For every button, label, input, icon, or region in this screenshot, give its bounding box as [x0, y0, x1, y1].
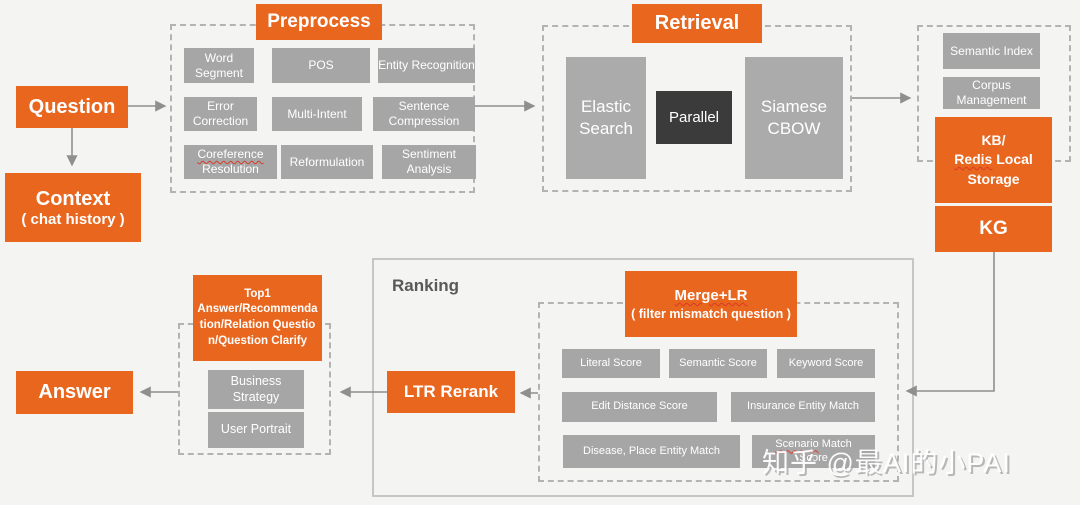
node-entity-recognition-label: Entity Recognition — [378, 58, 475, 72]
node-question: Question — [16, 86, 128, 128]
node-parallel: Parallel — [656, 91, 732, 144]
node-scenario-match-word: Match — [818, 438, 852, 451]
node-kb-redis-storage: KB/ Redis Local Storage — [935, 117, 1052, 203]
node-siamese-cbow-label: Siamese CBOW — [760, 96, 828, 138]
node-corpus-management: Corpus Management — [943, 77, 1040, 109]
node-reformulation-label: Reformulation — [289, 154, 365, 169]
ranking-group-title: Ranking — [392, 276, 460, 295]
node-sentence-compression-label: Sentence Compression — [388, 99, 460, 128]
node-disease-place-entity-match-label: Disease, Place Entity Match — [583, 444, 720, 457]
node-context: Context ( chat history ) — [5, 173, 141, 242]
node-corpus-management-label: Corpus Management — [956, 78, 1027, 107]
node-ltr-rerank-label: LTR Rerank — [403, 382, 499, 401]
node-edit-distance-score: Edit Distance Score — [562, 392, 717, 422]
node-kg: KG — [935, 206, 1052, 252]
node-sentiment-analysis-label: Sentiment Analysis — [401, 147, 457, 176]
node-sentence-compression: Sentence Compression — [373, 97, 475, 131]
node-disease-place-entity-match: Disease, Place Entity Match — [563, 435, 740, 468]
node-elastic-search: Elastic Search — [566, 57, 646, 179]
node-entity-recognition: Entity Recognition — [378, 48, 475, 83]
node-kb-line2: Redis Local — [954, 150, 1033, 170]
node-reformulation: Reformulation — [281, 145, 373, 179]
preprocess-header-label: Preprocess — [267, 11, 371, 32]
node-top1-answer: Top1 Answer/Recommendation/Relation Ques… — [193, 275, 322, 361]
node-user-portrait: User Portrait — [208, 412, 304, 448]
node-kb-line3: Storage — [967, 170, 1020, 187]
node-word-segment: Word Segment — [184, 48, 254, 83]
node-semantic-score: Semantic Score — [669, 349, 767, 378]
node-kb-line1: KB/ — [981, 131, 1006, 148]
node-scenario-line2: Score — [799, 451, 828, 464]
node-pos-label: POS — [308, 58, 334, 72]
node-context-subtitle: ( chat history ) — [21, 210, 125, 228]
node-scenario-word: Scenario — [775, 438, 819, 451]
node-keyword-score-label: Keyword Score — [788, 356, 864, 369]
node-sentiment-analysis: Sentiment Analysis — [382, 145, 476, 179]
node-elastic-search-label: Elastic Search — [579, 96, 633, 138]
node-kg-label: KG — [979, 218, 1008, 239]
node-error-correction: Error Correction — [184, 97, 257, 131]
node-answer: Answer — [16, 371, 133, 414]
node-merge-lr: Merge+LR ( filter mismatch question ) — [625, 271, 797, 337]
node-scenario-match-score: Scenario Match Score — [752, 435, 875, 468]
retrieval-header-label: Retrieval — [654, 12, 740, 34]
node-answer-label: Answer — [38, 381, 111, 403]
node-semantic-index-label: Semantic Index — [950, 43, 1033, 58]
node-multi-intent-label: Multi-Intent — [287, 106, 347, 121]
node-semantic-index: Semantic Index — [943, 33, 1040, 69]
node-user-portrait-label: User Portrait — [220, 422, 292, 437]
node-context-title: Context — [35, 187, 111, 210]
node-insurance-entity-match: Insurance Entity Match — [731, 392, 875, 422]
node-literal-score-label: Literal Score — [580, 356, 642, 369]
node-business-strategy: Business Strategy — [208, 370, 304, 409]
node-kb-local-word: Local — [992, 151, 1033, 168]
node-insurance-entity-match-label: Insurance Entity Match — [747, 400, 859, 413]
node-semantic-score-label: Semantic Score — [679, 356, 757, 369]
node-top1-line1: Top1 — [244, 287, 271, 300]
node-question-label: Question — [28, 95, 116, 118]
node-edit-distance-score-label: Edit Distance Score — [591, 400, 688, 413]
arrow-kg-to-ranking — [905, 252, 995, 397]
zhihu-watermark: 知乎 @最AI的小PAI — [762, 448, 1011, 478]
node-merge-lr-subtitle: ( filter mismatch question ) — [631, 306, 791, 321]
node-word-segment-label: Word Segment — [194, 50, 244, 80]
node-scenario-line1: Scenario Match — [775, 438, 851, 451]
node-business-strategy-label: Business Strategy — [230, 373, 282, 404]
node-error-correction-label: Error Correction — [192, 99, 249, 128]
node-top1-rest: Answer/Recommendation/Relation Question/… — [197, 303, 318, 347]
node-parallel-label: Parallel — [668, 109, 720, 126]
node-literal-score: Literal Score — [562, 349, 660, 378]
node-merge-lr-title-text: Merge+LR — [674, 287, 748, 305]
node-coreference-line1: Coreference — [197, 147, 264, 161]
node-coreference-line2: Resolution — [202, 162, 259, 176]
node-kb-redis-word: Redis — [954, 151, 993, 168]
node-multi-intent: Multi-Intent — [272, 97, 362, 131]
node-siamese-cbow: Siamese CBOW — [745, 57, 843, 179]
node-ltr-rerank: LTR Rerank — [387, 371, 515, 413]
preprocess-header: Preprocess — [256, 4, 382, 40]
node-keyword-score: Keyword Score — [777, 349, 875, 378]
node-coreference-resolution: Coreference Resolution — [184, 145, 277, 179]
retrieval-header: Retrieval — [632, 4, 762, 43]
node-merge-lr-title: Merge+LR — [631, 286, 791, 306]
node-pos: POS — [272, 48, 370, 83]
